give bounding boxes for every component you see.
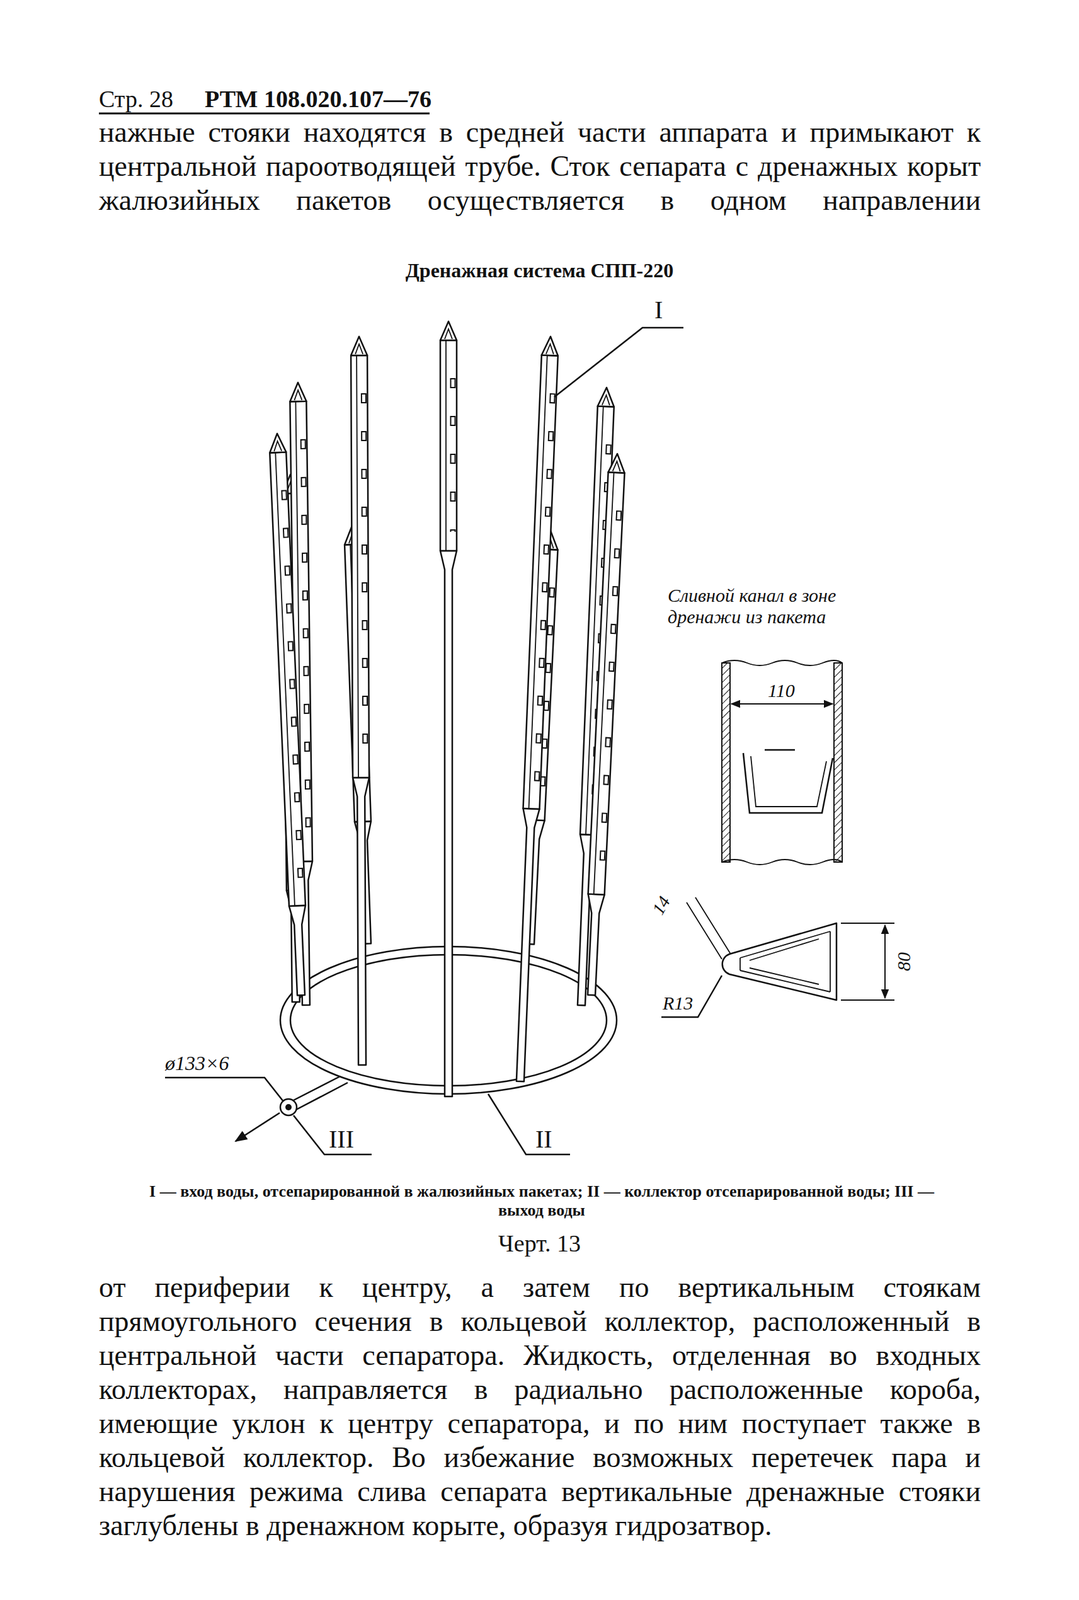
standpipes-part-part: [363, 393, 366, 759]
standpipes-part-part: [302, 439, 309, 843]
pipe-size: ø133×6: [165, 1050, 230, 1075]
standpipes-part-part: [350, 336, 368, 356]
standpipes-part-part: [583, 893, 605, 996]
leader-lines-part: [293, 1114, 372, 1154]
drain-channel-detail-part: [750, 755, 827, 807]
leader-lines-part: [554, 327, 684, 397]
figure-title: Дренажная система СПП-220: [0, 258, 1079, 283]
standpipes-part-part: [355, 343, 365, 778]
standpipes-part: [268, 432, 310, 995]
standpipes-part-part: [601, 510, 620, 875]
dimension: 14: [647, 891, 675, 918]
standpipes-part-part: [444, 328, 453, 551]
header-rule-part: [98, 112, 430, 115]
dimension: 80: [892, 951, 916, 971]
page-number: Стр. 28: [98, 84, 174, 114]
drain-channel-detail-part: [721, 662, 731, 862]
trough-section-detail-part: [740, 930, 831, 992]
trough-section-detail: [661, 896, 895, 1017]
standpipes-part-part: [284, 490, 302, 887]
standpipes-part-part: [302, 439, 309, 843]
drain-channel-detail-part: [721, 859, 843, 865]
figure-caption: I — вход воды, отсепарированной в жалюзи…: [138, 1181, 945, 1220]
dimension: R13: [662, 991, 693, 1015]
drain-channel-detail-part: [721, 660, 843, 666]
standpipes-part-part: [592, 461, 622, 895]
standpipes-part: [512, 335, 559, 1081]
trough-section-detail-part: [884, 924, 886, 998]
standpipes-part-part: [450, 377, 457, 532]
drain-channel-detail-part: [764, 748, 795, 751]
standpipes-part-part: [289, 382, 307, 402]
standpipes-part: [440, 321, 457, 1097]
standpipes-part-part: [527, 343, 555, 809]
drain-channel-detail-part: [833, 662, 843, 862]
standpipes-part-part: [352, 777, 371, 1065]
standpipes-part-part: [597, 386, 615, 407]
detail-note: Сливной канал в зоне дренажи из пакета: [667, 584, 882, 628]
ring-collector-part: [291, 1075, 348, 1110]
standpipes-part: [583, 452, 626, 995]
standpipes-part-part: [268, 432, 286, 453]
standpipes-part-part: [536, 393, 554, 790]
body-text: от периферии к центру, а затем по вертик…: [98, 1269, 981, 1542]
leader-lines-part: [165, 1077, 284, 1102]
standpipes-part-part: [512, 808, 540, 1082]
trough-section-detail-part: [661, 975, 722, 1017]
trough-section-detail-part: [686, 896, 731, 959]
standpipes-part-part: [608, 452, 626, 473]
standpipes-part-part: [269, 451, 306, 906]
standpipes-part-part: [536, 393, 554, 790]
standpipes-part: [350, 336, 371, 1065]
trough-section-detail-part: [840, 922, 895, 1000]
trough-section-detail-part: [749, 938, 819, 984]
ring-collector-part: [285, 1103, 292, 1110]
drawing-number: Черт. 13: [0, 1228, 1079, 1258]
standpipes: [268, 321, 626, 1097]
callout-number: II: [535, 1123, 553, 1154]
drain-channel-detail-part: [731, 702, 833, 705]
standpipes-part-part: [363, 393, 366, 759]
standpipes-part-part: [451, 377, 455, 532]
drain-channel-detail: [721, 660, 843, 865]
drain-channel-detail-part: [743, 752, 833, 813]
standpipes-part-part: [440, 550, 457, 1097]
ring-collector-part: [235, 1112, 280, 1141]
standpipes-part-part: [350, 355, 370, 778]
document-code: РТМ 108.020.107—76: [204, 84, 432, 114]
callout-number: III: [328, 1123, 354, 1154]
standpipes-part-part: [440, 340, 457, 551]
standpipes-part-part: [440, 321, 457, 341]
standpipes-part-part: [601, 510, 620, 875]
trough-section-detail-part: [722, 922, 837, 1000]
leader-lines: [165, 327, 684, 1154]
standpipes-part-part: [274, 440, 302, 906]
standpipes-part-part: [284, 490, 302, 887]
body-text: нажные стояки находятся в средней части …: [98, 115, 981, 218]
standpipes-part-part: [523, 354, 559, 809]
header-rule: [98, 113, 430, 115]
standpipes-part-part: [588, 471, 625, 894]
callout-number: I: [652, 294, 665, 326]
standpipes-part-part: [541, 335, 559, 356]
leader-lines-part: [488, 1093, 571, 1154]
standpipes-part-part: [289, 905, 310, 996]
dimension: 110: [765, 679, 797, 702]
